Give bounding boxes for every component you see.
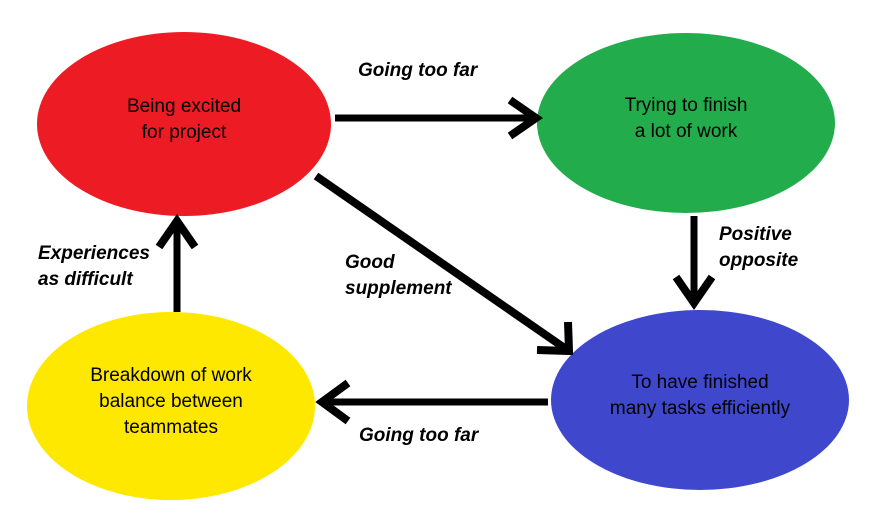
node-ellipse-breakdown[interactable]	[27, 312, 315, 500]
arrow-excited-to-finished	[313, 172, 574, 356]
arrow-trying-to-finished	[672, 216, 716, 311]
edge-label-good-supplement: Good supplement	[345, 252, 452, 299]
arrow-finished-to-breakdown	[315, 379, 548, 425]
edge-label-positive-opposite: Positive opposite	[719, 224, 799, 271]
arrow-excited-to-trying	[335, 96, 544, 140]
edge-label-experiences-as-difficult: Experiences as difficult	[38, 243, 150, 290]
arrow-breakdown-to-excited	[155, 213, 199, 312]
node-ellipse-excited[interactable]	[37, 32, 331, 216]
node-ellipse-trying[interactable]	[537, 33, 835, 213]
edge-label-going-too-far-top: Going too far	[358, 60, 478, 81]
edge-label-going-too-far-bottom: Going too far	[359, 425, 479, 446]
node-ellipse-finished[interactable]	[551, 310, 849, 490]
